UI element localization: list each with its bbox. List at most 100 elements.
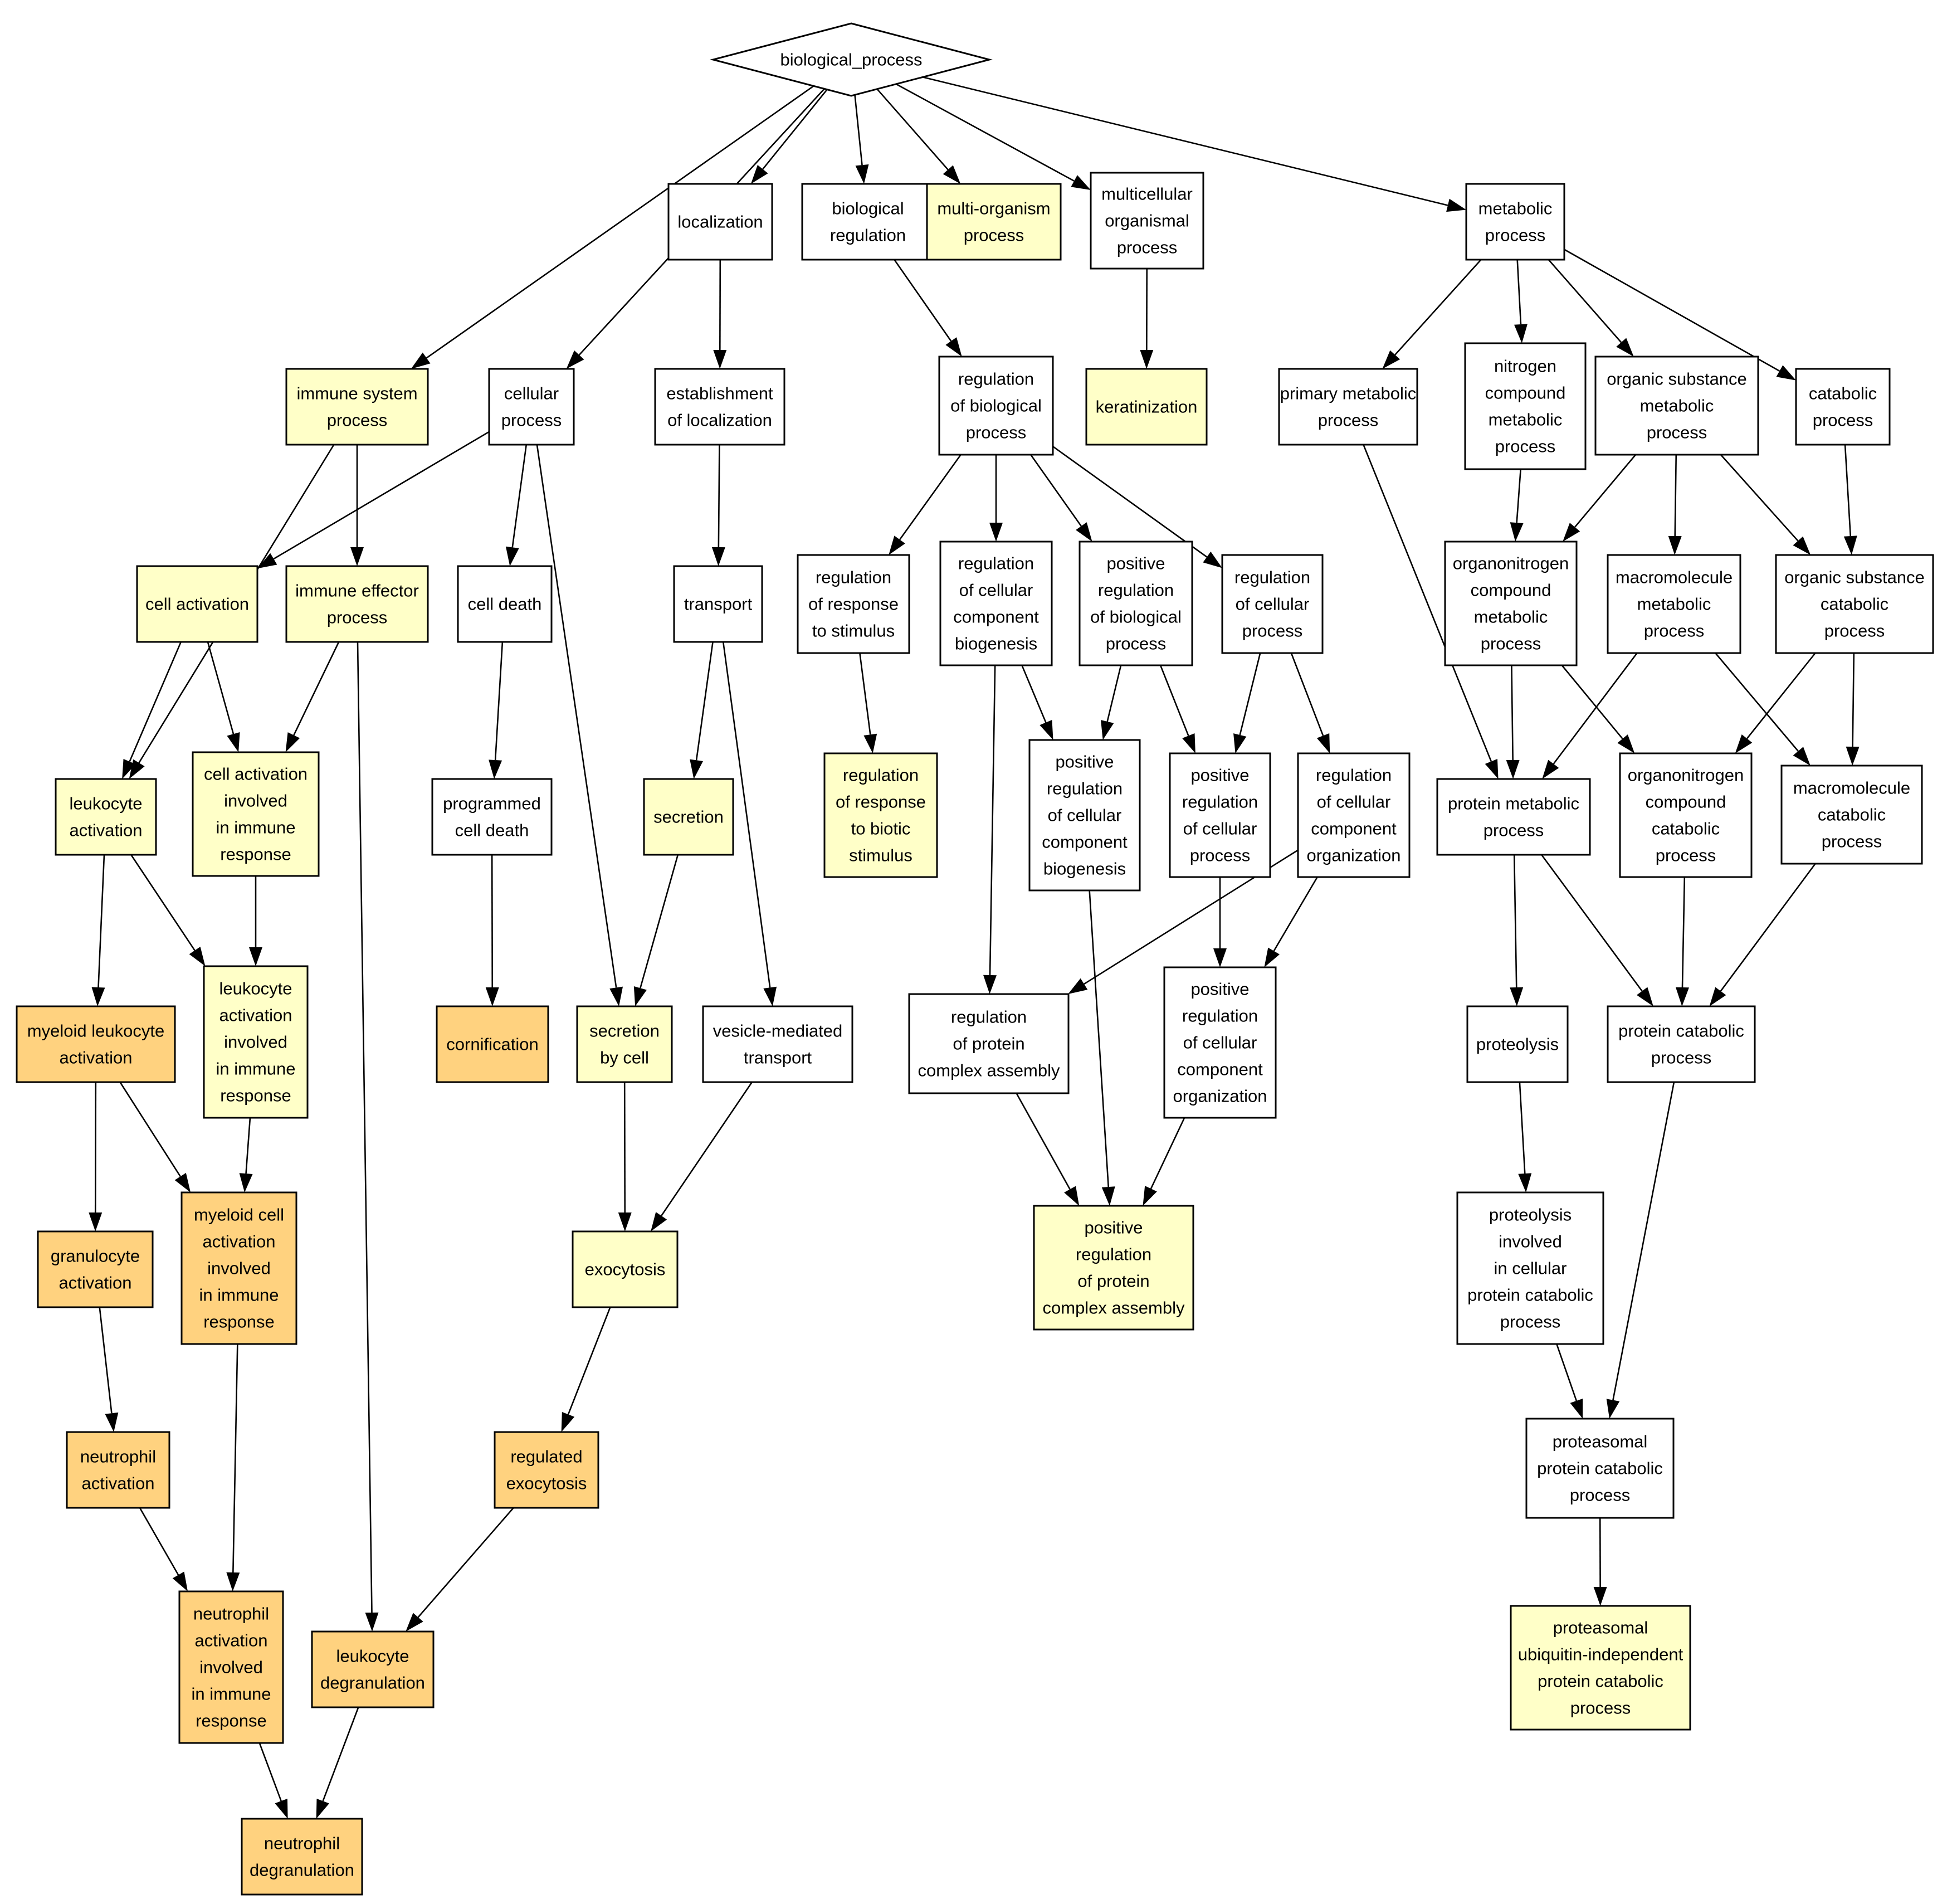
edge-progdeath-to-cornif [485, 854, 499, 1006]
node-label-line: of cellular [1048, 806, 1122, 825]
node-label-line: cornification [446, 1035, 538, 1054]
node-label-line: activation [82, 1474, 155, 1493]
edge-line [1394, 259, 1482, 356]
node-box-shape [797, 554, 910, 654]
arrowhead [863, 733, 877, 753]
edge-exo-to-regexo [561, 1307, 611, 1432]
arrowhead [411, 352, 431, 369]
edge-met-to-prim [1382, 259, 1482, 369]
arrowhead [172, 1571, 188, 1591]
node-label-line: positive [1190, 980, 1249, 999]
edge-vesicle-to-exo [651, 1082, 753, 1231]
node-box-shape [1163, 966, 1277, 1119]
arrowhead [1616, 338, 1634, 357]
edge-line [718, 444, 720, 548]
node-box-shape [431, 778, 553, 856]
edge-line [1516, 259, 1522, 325]
node-label-line: keratinization [1096, 397, 1198, 417]
node-label-line: process [327, 608, 388, 627]
node-box-shape [926, 183, 1062, 261]
node-label-line: protein catabolic [1538, 1672, 1663, 1691]
node-box-shape [1085, 368, 1208, 446]
arrowhead [1485, 758, 1499, 779]
arrowhead [1617, 734, 1635, 753]
node-box-shape [1278, 368, 1418, 446]
node-box-shape [1465, 183, 1565, 261]
edge-orgsubcat-to-macrocat [1846, 652, 1860, 766]
arrowhead [1510, 522, 1524, 542]
edge-line [426, 85, 814, 359]
edge-cdeath-to-progdeath [489, 641, 504, 779]
node-label-line: metabolic [1637, 595, 1711, 614]
node-label-line: regulation [1316, 766, 1392, 785]
edge-proteol-to-proteolcell [1518, 1082, 1532, 1192]
edge-met-to-catab [1564, 249, 1796, 381]
edge-orgsub-to-orgsubcat [1720, 454, 1811, 555]
edge-line [1519, 1082, 1526, 1174]
node-label-line: catabolic [1809, 384, 1877, 403]
edge-myeloidimm-to-neutactimm [226, 1343, 240, 1591]
node-label-line: neutrophil [80, 1447, 156, 1467]
edge-line [129, 641, 182, 762]
node-label-line: biogenesis [955, 634, 1037, 654]
node-label-line: organic substance [1784, 568, 1925, 587]
node-label-line: of cellular [1183, 1033, 1257, 1053]
node-label-line: of response [836, 792, 926, 812]
node-box-shape [1464, 342, 1587, 470]
node-box-shape [311, 1630, 435, 1708]
node-label-line: process [1644, 621, 1705, 641]
node-label-line: process [966, 423, 1027, 442]
node-box-shape [203, 965, 309, 1119]
node-box-shape [285, 565, 429, 643]
node-label-line: degranulation [320, 1673, 425, 1693]
node-label-line: proteolysis [1476, 1035, 1559, 1054]
node-box-shape [457, 565, 553, 643]
edge-leuactimm-to-myeloidimm [239, 1117, 253, 1192]
arrowhead [1518, 1173, 1532, 1192]
node-box-shape [938, 356, 1054, 456]
arrowhead [989, 523, 1003, 542]
node-label-line: in immune [216, 818, 296, 837]
edge-regbio-to-posregbio [1030, 454, 1092, 542]
edge-met-to-nitro [1514, 259, 1528, 343]
go-term-node-bp: biological_process [710, 22, 993, 97]
node-label-line: regulation [1076, 1245, 1151, 1264]
edge-line [1513, 854, 1517, 988]
node-box-shape [643, 778, 734, 856]
edge-macrocat-to-protcat [1709, 863, 1816, 1006]
node-label-line: metabolic [1489, 410, 1563, 430]
arrowhead [227, 732, 240, 752]
node-label-line: activation [59, 1273, 132, 1293]
node-label-line: neutrophil [264, 1834, 340, 1853]
go-term-node-neutact: neutrophil activation [66, 1431, 170, 1509]
node-label-line: organization [1173, 1087, 1267, 1106]
edge-line [1746, 652, 1816, 739]
node-label-line: cell death [455, 821, 529, 840]
node-label-line: positive [1190, 766, 1249, 785]
arrowhead [561, 1411, 575, 1432]
edge-bp-to-mcell [895, 83, 1091, 191]
node-label-line: catabolic [1652, 819, 1720, 839]
node-label-line: ubiquitin-independent [1518, 1645, 1683, 1664]
node-box-shape [654, 368, 785, 446]
node-label-line: regulation [1182, 792, 1258, 812]
arrowhead [1735, 734, 1753, 753]
edge-bp-to-loc [750, 89, 828, 184]
node-label-line: transport [684, 595, 753, 614]
node-label-line: process [1651, 1048, 1712, 1068]
arrowhead [91, 987, 105, 1006]
arrowhead [1606, 1399, 1620, 1419]
node-box-shape [1028, 739, 1141, 892]
